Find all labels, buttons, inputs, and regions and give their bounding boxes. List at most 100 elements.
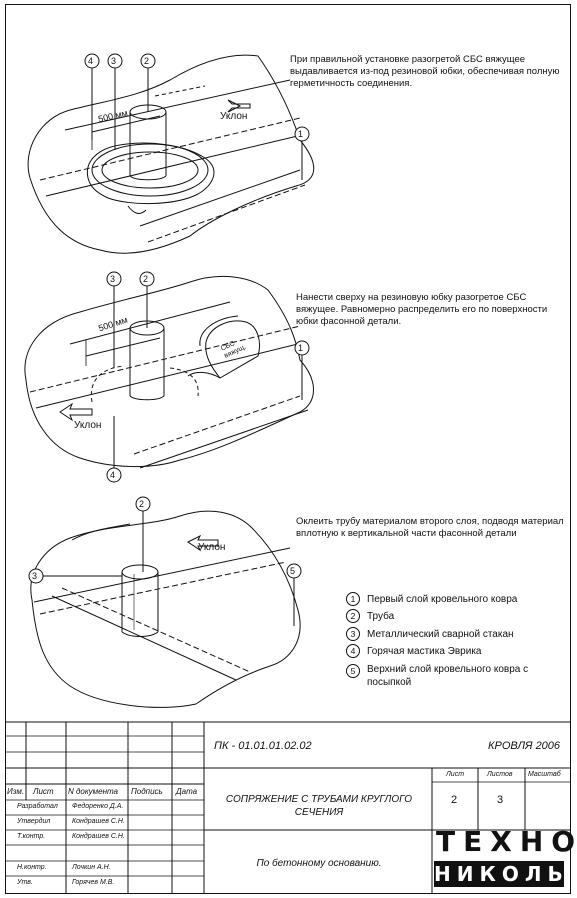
legend-item: 2 Труба	[346, 608, 556, 625]
sheet-number: 2	[451, 794, 458, 806]
callout-3	[106, 271, 122, 287]
seam-line	[147, 184, 306, 243]
callout-label-1: 1	[298, 343, 304, 353]
note-step-2: Нанести сверху на резиновую юбку разогре…	[296, 292, 548, 327]
seam-line	[133, 395, 301, 455]
seam-line	[33, 547, 291, 603]
seam-line	[51, 595, 237, 681]
role-label: Н.контр.	[17, 864, 47, 871]
logo-top: ТЕХНО	[436, 825, 577, 858]
roof-sheet-2	[24, 275, 314, 468]
skirt-outline	[90, 365, 125, 403]
seam-line	[45, 133, 307, 197]
callout-3	[107, 53, 123, 69]
dimension-line	[85, 337, 161, 357]
sheet-label: Лист	[446, 771, 465, 778]
col-header-doc-number: N документа	[68, 787, 119, 796]
legend-number: 2	[346, 609, 360, 624]
legend-item: 1 Первый слой кровельного ковра	[346, 591, 556, 608]
role-name: Кондрашев С.Н.	[72, 833, 125, 840]
slope-arrow	[187, 534, 219, 552]
callout-4	[84, 53, 100, 69]
pour-stream	[187, 371, 221, 379]
sheets-count: 3	[497, 794, 504, 806]
callout-label-3: 3	[110, 274, 116, 284]
legend-number: 1	[346, 592, 360, 606]
role-name: Горячев М.В.	[72, 879, 115, 886]
callout-label-2: 2	[139, 499, 145, 509]
mastic-drip	[127, 205, 147, 214]
seam-line	[61, 587, 251, 673]
callout-1	[294, 340, 310, 356]
pipe-bottom	[129, 175, 167, 181]
seam-line	[35, 341, 307, 409]
note-step-3: Оклеить трубу материалом второго слоя, п…	[296, 516, 564, 539]
pipe-top	[121, 564, 159, 580]
col-header-change: Изм.	[7, 787, 25, 796]
callout-label-4: 4	[110, 470, 116, 480]
callout-2	[135, 496, 151, 512]
roof-sheet-3	[30, 510, 301, 708]
callout-2	[139, 271, 155, 287]
pipe-bottom	[129, 395, 165, 401]
legend-text: Металлический сварной стакан	[367, 628, 514, 640]
legend-text: Первый слой кровельного ковра	[367, 594, 518, 605]
skirt-base	[101, 151, 199, 189]
role-name: Федоренко Д.А.	[72, 803, 124, 810]
seam-line	[29, 325, 301, 393]
pipe-bottom	[121, 631, 159, 637]
legend-text: Труба	[367, 611, 395, 623]
skirt-outline	[169, 367, 199, 397]
role-label: Разработал	[17, 803, 58, 810]
diagram-2	[24, 271, 314, 483]
seam-line	[69, 301, 231, 345]
role-label: Т.контр.	[17, 833, 46, 840]
seam-line	[154, 85, 206, 97]
callout-2	[140, 53, 156, 69]
callout-label-3: 3	[32, 571, 38, 581]
slope-arrow	[227, 99, 251, 113]
upper-sheet-edge	[71, 523, 131, 541]
seam-line	[139, 169, 301, 227]
dimension-line	[91, 115, 161, 133]
legend-text: Верхний слой кровельного ковра с посыпко…	[367, 663, 529, 688]
callout-3	[28, 568, 44, 584]
diagram-3	[28, 496, 302, 708]
callout-1	[294, 126, 310, 142]
role-name: Лочкин А.Н.	[72, 864, 111, 871]
seam-line	[39, 561, 287, 615]
role-label: Утвердил	[17, 818, 51, 825]
callout-label-3: 3	[111, 56, 117, 66]
document-code: ПК - 01.01.01.02.02	[214, 740, 312, 752]
legend-number: 4	[346, 644, 360, 659]
seam-line	[64, 79, 291, 131]
role-name: Кондрашев С.Н.	[72, 818, 125, 825]
col-header-sheet: Лист	[33, 787, 54, 796]
seam-line	[139, 409, 309, 469]
callout-label-5: 5	[290, 566, 296, 576]
bucket	[205, 320, 260, 379]
note-step-1: При правильной установке разогретой СБС …	[290, 54, 560, 89]
role-label: Утв.	[17, 879, 33, 886]
legend-item: 5 Верхний слой кровельного ковра с посыпк…	[346, 663, 556, 689]
title-block-grid	[5, 721, 571, 894]
series-label: КРОВЛЯ 2006	[488, 740, 561, 752]
skirt-edge	[91, 143, 209, 197]
drawing-title-line-2: СЕЧЕНИЯ	[294, 807, 344, 818]
sheet-frame	[5, 4, 571, 894]
callout-4	[106, 467, 122, 483]
callout-5	[286, 563, 302, 579]
callout-label-2: 2	[143, 274, 149, 284]
col-header-signature: Подпись	[131, 787, 163, 796]
legend-number: 5	[346, 663, 360, 678]
col-header-date: Дата	[176, 787, 198, 796]
logo-bottom: НИКОЛЬ	[434, 861, 569, 887]
drawing-title-line-1: СОПРЯЖЕНИЕ С ТРУБАМИ КРУГЛОГО	[225, 794, 413, 805]
company-logo: ТЕХНО НИКОЛЬ	[434, 823, 575, 891]
callout-label-4: 4	[88, 56, 94, 66]
callout-label-2: 2	[144, 56, 150, 66]
